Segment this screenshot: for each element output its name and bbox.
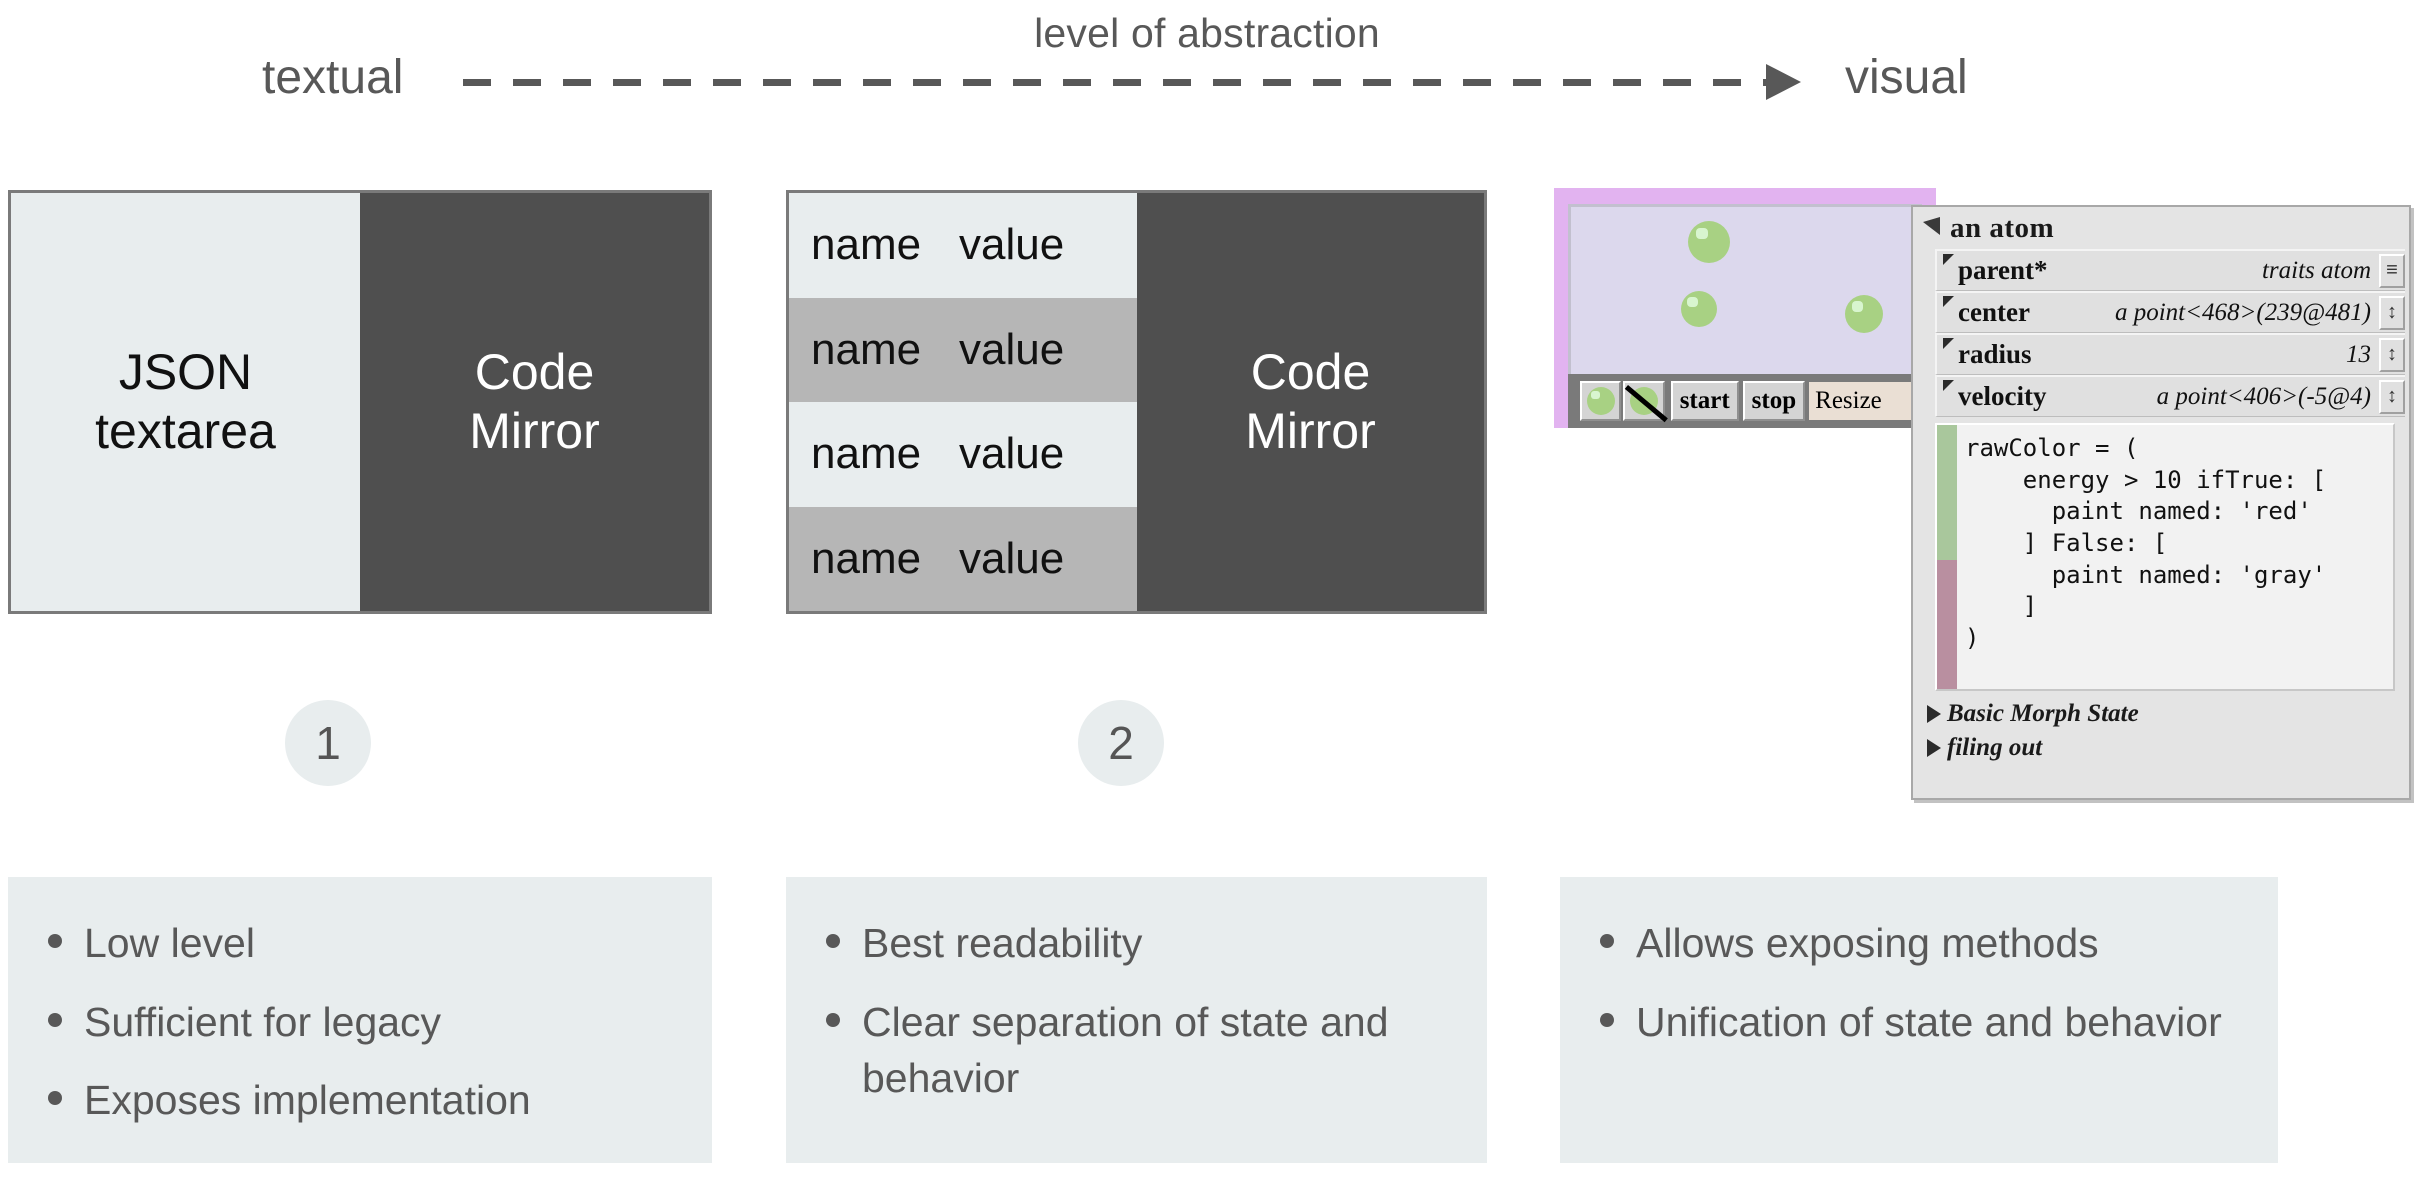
list-item-label: Low level bbox=[84, 920, 255, 966]
inspector-property-list: parent* traits atom ≡ center a point<468… bbox=[1913, 249, 2409, 417]
panel-table-editor: name value name value name value name va… bbox=[786, 190, 1487, 614]
expand-triangle-icon[interactable] bbox=[1927, 739, 1941, 757]
step-badge-1: 1 bbox=[285, 700, 371, 786]
atom-circle[interactable] bbox=[1688, 221, 1730, 263]
conclusions-box-3: Allows exposing methods Unification of s… bbox=[1560, 877, 2278, 1163]
atom-circle[interactable] bbox=[1845, 295, 1883, 333]
stepper-handle-icon[interactable]: ↕ bbox=[2379, 295, 2405, 330]
conclusions-box-2: Best readability Clear separation of sta… bbox=[786, 877, 1487, 1163]
property-row-velocity[interactable]: velocity a point<406>(-5@4) ↕ bbox=[1935, 375, 2405, 417]
property-key: center bbox=[1958, 297, 2030, 327]
json-textarea-label[interactable]: JSON textarea bbox=[11, 193, 360, 611]
axis-dashed-line bbox=[463, 79, 1783, 86]
bullet-icon bbox=[48, 1091, 62, 1106]
section-label: filing out bbox=[1947, 734, 2043, 761]
table-cell-name: name bbox=[811, 429, 922, 479]
code-gutter bbox=[1937, 425, 1957, 689]
panel-json-editor: JSON textarea Code Mirror bbox=[8, 190, 712, 614]
list-item-label: Exposes implementation bbox=[84, 1077, 531, 1124]
table-row[interactable]: name value bbox=[789, 402, 1137, 507]
list-item-label: Allows exposing methods bbox=[1636, 920, 2099, 966]
table-cell-value: value bbox=[959, 429, 1065, 479]
stop-button[interactable]: stop bbox=[1742, 381, 1806, 421]
property-key: parent* bbox=[1958, 255, 2048, 285]
list-item: Clear separation of state and behavior bbox=[826, 994, 1461, 1107]
table-row[interactable]: name value bbox=[789, 506, 1137, 611]
list-item-label: Clear separation of state and behavior bbox=[862, 998, 1389, 1102]
atom-circle[interactable] bbox=[1681, 291, 1717, 327]
property-row-center[interactable]: center a point<468>(239@481) ↕ bbox=[1935, 291, 2405, 333]
table-row[interactable]: name value bbox=[789, 193, 1137, 298]
table-cell-value: value bbox=[959, 533, 1065, 583]
pin-flag-icon[interactable] bbox=[1943, 338, 1954, 349]
codemirror-label-2[interactable]: Code Mirror bbox=[1137, 193, 1484, 611]
atom-tool-button[interactable] bbox=[1580, 381, 1622, 421]
panel-squeak-morphic: start stop Resize bbox=[1554, 188, 1936, 428]
atom-disabled-tool-button[interactable] bbox=[1623, 381, 1669, 423]
axis-right-label: visual bbox=[1845, 51, 1968, 104]
bullet-icon bbox=[826, 1012, 840, 1027]
object-inspector-window[interactable]: an atom parent* traits atom ≡ center a p… bbox=[1911, 205, 2411, 800]
bullet-icon bbox=[1600, 1012, 1614, 1027]
arrow-right-icon bbox=[1766, 64, 1801, 100]
axis-left-label: textual bbox=[262, 51, 404, 104]
name-value-table: name value name value name value name va… bbox=[789, 193, 1137, 611]
list-item-label: Best readability bbox=[862, 920, 1143, 966]
step-badge-2: 2 bbox=[1078, 700, 1164, 786]
list-item: Sufficient for legacy bbox=[48, 994, 686, 1051]
property-row-radius[interactable]: radius 13 ↕ bbox=[1935, 333, 2405, 375]
code-text[interactable]: rawColor = ( energy > 10 ifTrue: [ paint… bbox=[1957, 425, 2393, 689]
gutter-cancel-band[interactable] bbox=[1937, 560, 1957, 689]
bullet-icon bbox=[826, 934, 840, 948]
conclusions-box-1: Low level Sufficient for legacy Exposes … bbox=[8, 877, 712, 1163]
resize-field[interactable]: Resize bbox=[1809, 382, 1922, 420]
bullet-icon bbox=[1600, 934, 1614, 948]
inspector-sections: Basic Morph State filing out bbox=[1913, 697, 2409, 765]
start-button[interactable]: start bbox=[1670, 381, 1739, 421]
gutter-accept-band[interactable] bbox=[1937, 425, 1957, 561]
section-filing-out[interactable]: filing out bbox=[1927, 731, 2409, 765]
pin-flag-icon[interactable] bbox=[1943, 254, 1954, 265]
list-item-label: Unification of state and behavior bbox=[1636, 998, 2222, 1045]
menu-handle-icon[interactable]: ≡ bbox=[2379, 253, 2405, 288]
table-cell-value: value bbox=[959, 220, 1065, 270]
axis-title: level of abstraction bbox=[1034, 10, 1380, 56]
bullet-icon bbox=[48, 934, 62, 948]
simulation-canvas[interactable] bbox=[1568, 204, 1922, 374]
property-row-parent[interactable]: parent* traits atom ≡ bbox=[1935, 249, 2405, 291]
stepper-handle-icon[interactable]: ↕ bbox=[2379, 337, 2405, 372]
list-item: Low level bbox=[48, 915, 686, 972]
table-cell-name: name bbox=[811, 533, 922, 583]
property-value: a point<406>(-5@4) bbox=[2156, 382, 2371, 410]
property-key: velocity bbox=[1958, 381, 2047, 411]
table-cell-name: name bbox=[811, 324, 922, 374]
table-row[interactable]: name value bbox=[789, 297, 1137, 402]
collapse-triangle-icon[interactable] bbox=[1923, 217, 1940, 235]
section-label: Basic Morph State bbox=[1947, 700, 2139, 727]
codemirror-label-1[interactable]: Code Mirror bbox=[360, 193, 709, 611]
method-code-editor[interactable]: rawColor = ( energy > 10 ifTrue: [ paint… bbox=[1935, 423, 2395, 691]
pin-flag-icon[interactable] bbox=[1943, 296, 1954, 307]
inspector-titlebar[interactable]: an atom bbox=[1913, 207, 2409, 249]
property-key: radius bbox=[1958, 339, 2032, 369]
property-value: traits atom bbox=[2261, 256, 2371, 284]
stepper-handle-icon[interactable]: ↕ bbox=[2379, 379, 2405, 414]
list-item: Exposes implementation bbox=[48, 1072, 686, 1129]
list-item-label: Sufficient for legacy bbox=[84, 998, 442, 1045]
table-cell-name: name bbox=[811, 220, 922, 270]
bullet-icon bbox=[48, 1012, 62, 1027]
pin-flag-icon[interactable] bbox=[1943, 380, 1954, 391]
expand-triangle-icon[interactable] bbox=[1927, 705, 1941, 723]
property-value: a point<468>(239@481) bbox=[2114, 298, 2371, 326]
property-value: 13 bbox=[2346, 340, 2371, 368]
section-basic-morph-state[interactable]: Basic Morph State bbox=[1927, 697, 2409, 731]
squeak-toolbar: start stop Resize bbox=[1568, 374, 1922, 428]
list-item: Best readability bbox=[826, 915, 1461, 972]
squeak-window-frame: start stop Resize bbox=[1554, 188, 1936, 428]
table-cell-value: value bbox=[959, 324, 1065, 374]
inspector-title: an atom bbox=[1950, 211, 2055, 244]
atom-icon bbox=[1586, 387, 1615, 415]
list-item: Allows exposing methods bbox=[1600, 915, 2252, 972]
list-item: Unification of state and behavior bbox=[1600, 994, 2252, 1051]
